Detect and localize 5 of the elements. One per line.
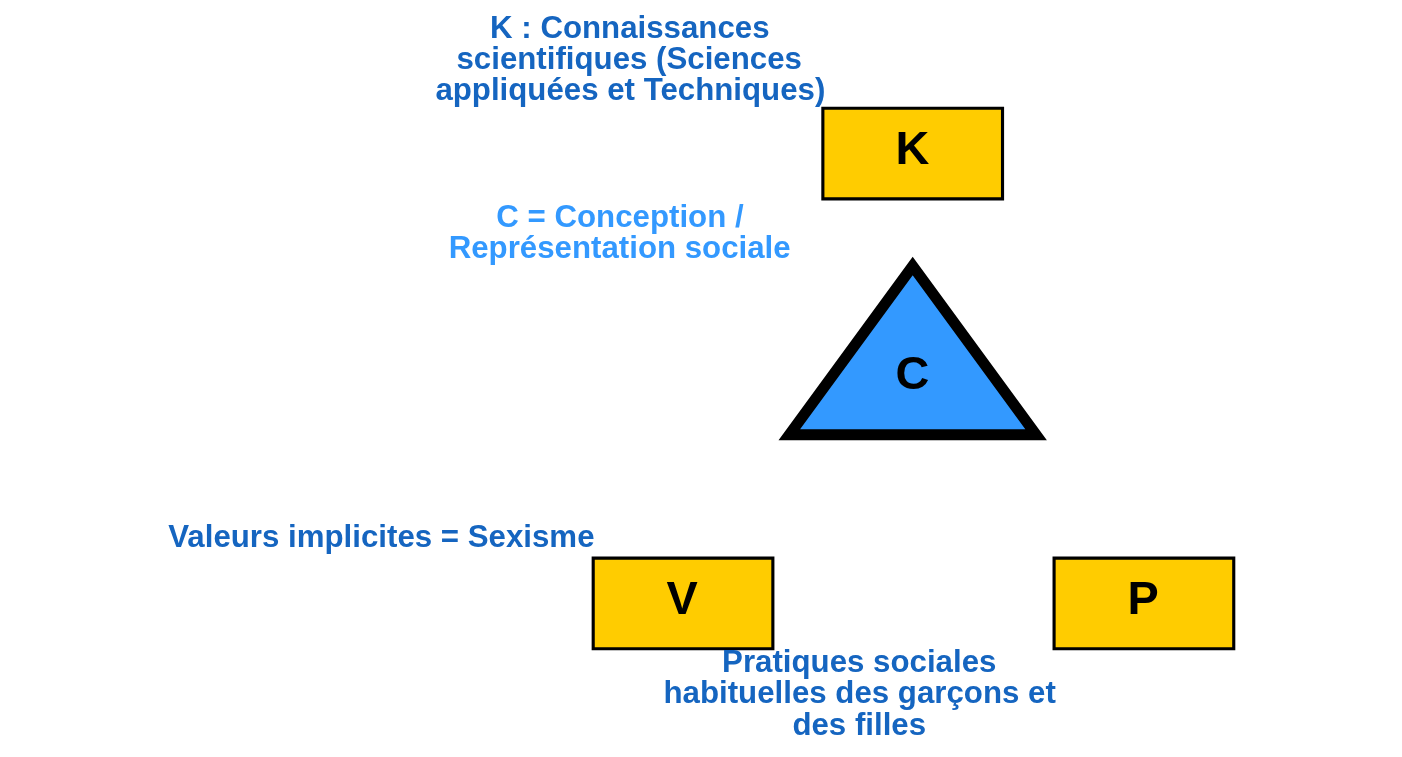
node-box: K: [821, 106, 1005, 201]
node-box: V: [591, 556, 775, 651]
node-label: Valeurs implicites = Sexisme: [168, 519, 595, 555]
node-label: K : Connaissances scientifiques (Sciences appliquées et Techniques): [435, 9, 826, 108]
node-box: P: [1052, 556, 1236, 651]
